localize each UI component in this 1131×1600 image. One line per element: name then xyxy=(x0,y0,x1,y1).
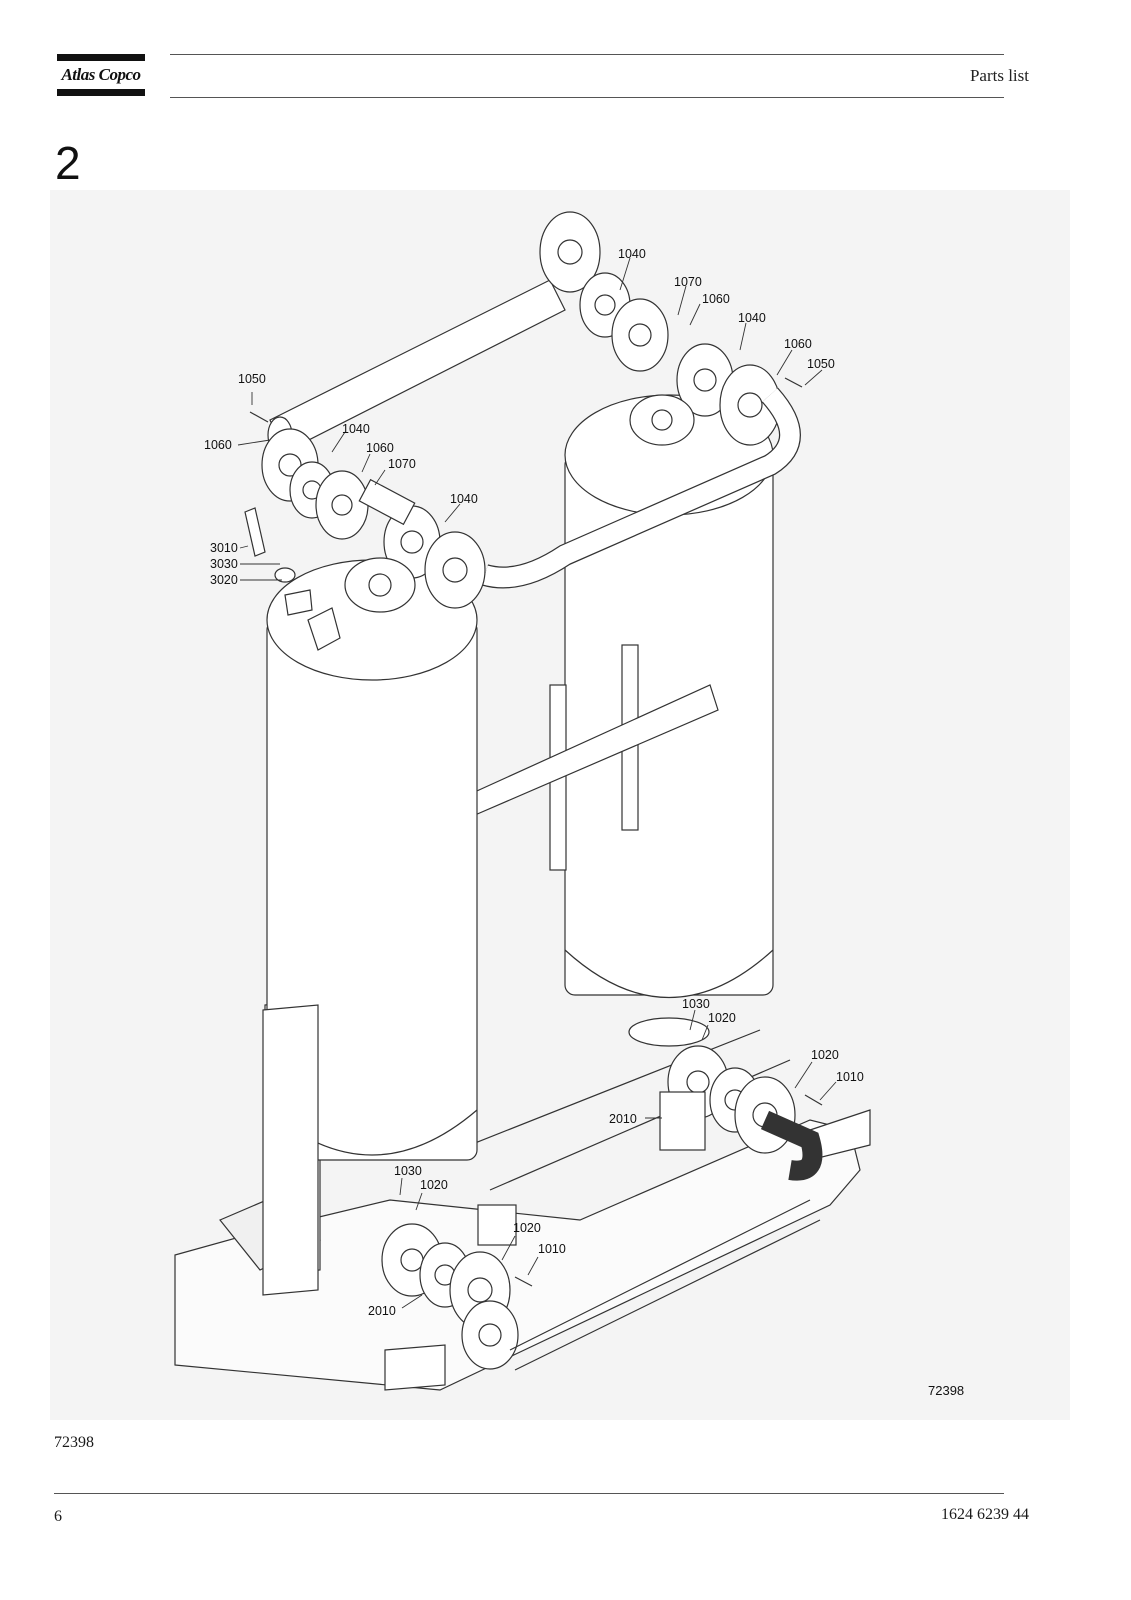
logo-bar-bottom xyxy=(57,89,145,96)
callout-1040: 1040 xyxy=(342,422,370,436)
callout-1020: 1020 xyxy=(513,1221,541,1235)
footer-rule xyxy=(54,1493,1004,1494)
header-rule-top xyxy=(170,54,1004,55)
callout-1010: 1010 xyxy=(836,1070,864,1084)
callout-1030: 1030 xyxy=(682,997,710,1011)
callout-1060: 1060 xyxy=(366,441,394,455)
callout-1040: 1040 xyxy=(738,311,766,325)
callout-3020: 3020 xyxy=(210,573,238,587)
figure-id-label: 72398 xyxy=(928,1383,965,1398)
dryer-drawing xyxy=(174,211,871,1391)
callout-1030: 1030 xyxy=(394,1164,422,1178)
image-reference: 72398 xyxy=(54,1434,94,1451)
callout-1040: 1040 xyxy=(618,247,646,261)
callout-1070: 1070 xyxy=(388,457,416,471)
callout-2010: 2010 xyxy=(368,1304,396,1318)
callout-3030: 3030 xyxy=(210,557,238,571)
callout-1020: 1020 xyxy=(708,1011,736,1025)
callout-1050: 1050 xyxy=(238,372,266,386)
logo-bar-top xyxy=(57,54,145,61)
header-rule-bottom xyxy=(170,97,1004,98)
callout-2010: 2010 xyxy=(609,1112,637,1126)
exploded-view-figure: 1040 1070 1060 1040 1060 1050 1050 1060 … xyxy=(50,190,1070,1420)
section-number: 2 xyxy=(55,137,81,189)
header-title: Parts list xyxy=(969,66,1029,85)
callout-1060: 1060 xyxy=(702,292,730,306)
brand-logo: Atlas Copco xyxy=(57,54,145,96)
callout-1050: 1050 xyxy=(807,357,835,371)
callout-1020: 1020 xyxy=(811,1048,839,1062)
callout-1010: 1010 xyxy=(538,1242,566,1256)
page-number: 6 xyxy=(54,1508,62,1525)
callout-1060: 1060 xyxy=(204,438,232,452)
callout-1070: 1070 xyxy=(674,275,702,289)
logo-wordmark: Atlas Copco xyxy=(61,65,141,84)
callout-3010: 3010 xyxy=(210,541,238,555)
document-number: 1624 6239 44 xyxy=(941,1506,1029,1523)
callout-1040: 1040 xyxy=(450,492,478,506)
callout-1020: 1020 xyxy=(420,1178,448,1192)
callout-1060: 1060 xyxy=(784,337,812,351)
